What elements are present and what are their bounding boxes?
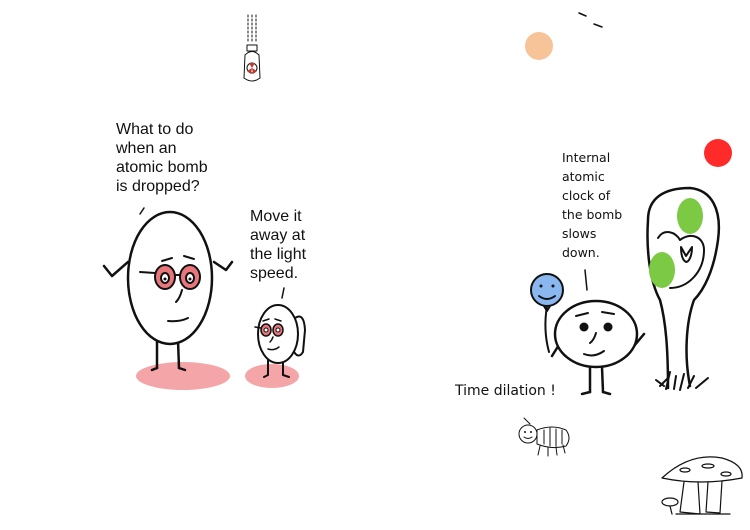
- big-character-shadow: [136, 362, 230, 390]
- small-character-shadow: [245, 364, 299, 388]
- narration-text: Internal atomic clock of the bomb slows …: [562, 150, 623, 260]
- balloon-icon: [530, 273, 564, 353]
- sun-icon: [525, 32, 553, 60]
- glasses-icon: [139, 264, 201, 290]
- caption-text: Time dilation !: [455, 383, 556, 399]
- small-egg-character: [254, 287, 306, 378]
- bug-icon: [518, 417, 570, 457]
- big-character-speech: What to do when an atomic bomb is droppe…: [116, 121, 208, 195]
- small-character-speech: Move it away at the light speed.: [250, 208, 307, 282]
- mushroom-icon: [661, 456, 743, 515]
- falling-bomb-icon: [243, 14, 261, 82]
- apple-icon: [704, 139, 732, 167]
- tree-icon: [646, 186, 721, 391]
- bomb-character: [550, 269, 646, 396]
- bird-icon: [578, 12, 603, 28]
- big-egg-character: [102, 207, 234, 372]
